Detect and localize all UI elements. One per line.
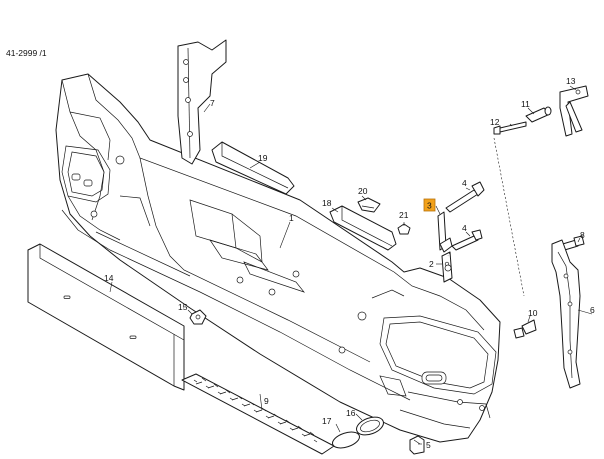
- callout-3-highlight: [423, 198, 436, 212]
- clip-part-20[interactable]: [357, 197, 381, 213]
- upper-bracket-part-7[interactable]: [177, 39, 227, 165]
- callout-20: 20: [358, 186, 368, 196]
- callout-8: 8: [580, 230, 585, 240]
- bolt-part-12[interactable]: [493, 121, 527, 135]
- callout-19: 19: [258, 153, 268, 163]
- channel-part-19[interactable]: [211, 141, 295, 195]
- callout-5: 5: [426, 440, 431, 450]
- nut-part-15[interactable]: [189, 309, 207, 325]
- callout-10: 10: [528, 308, 538, 318]
- callout-14: 14: [104, 273, 114, 283]
- bolt-part-4[interactable]: [444, 181, 485, 272]
- callout-labels: 1 2 3 4 4 5 6 7 8 9 10 11 12 13 14 15 16…: [104, 76, 595, 450]
- side-bracket-part-6[interactable]: [551, 239, 581, 389]
- cover-part-17[interactable]: [331, 429, 362, 451]
- bumper-main-part[interactable]: [55, 73, 501, 443]
- lower-panel-part[interactable]: [27, 243, 185, 391]
- sleeve-part-11[interactable]: [525, 106, 552, 123]
- leader-lines: [109, 85, 593, 445]
- callout-7: 7: [210, 98, 215, 108]
- callout-4-lower: 4: [462, 223, 467, 233]
- callout-4-upper: 4: [462, 178, 467, 188]
- bracket-part-3[interactable]: [437, 211, 453, 253]
- rivet-tool-part-13[interactable]: [559, 85, 589, 137]
- assembly-lines: [447, 137, 525, 297]
- callout-12: 12: [490, 117, 500, 127]
- callout-13: 13: [566, 76, 576, 86]
- callout-11: 11: [521, 99, 530, 109]
- callout-17: 17: [322, 416, 332, 426]
- callout-3: 3: [427, 201, 432, 211]
- drawing-number: 41-2999 /1: [6, 48, 47, 58]
- channel-part-18[interactable]: [329, 205, 397, 251]
- callout-16: 16: [346, 408, 356, 418]
- callout-1: 1: [289, 213, 294, 223]
- callout-2: 2: [429, 259, 434, 269]
- callout-9: 9: [264, 396, 269, 406]
- callout-6: 6: [590, 305, 595, 315]
- lamp-ring-part-16[interactable]: [354, 414, 386, 439]
- callout-15: 15: [178, 302, 188, 312]
- clip-part-5[interactable]: [409, 435, 425, 455]
- bolt-part-10[interactable]: [513, 319, 537, 339]
- callout-21: 21: [399, 210, 409, 220]
- perforated-strip-part[interactable]: [181, 373, 335, 455]
- callout-18: 18: [322, 198, 332, 208]
- pin-part-21[interactable]: [397, 223, 411, 235]
